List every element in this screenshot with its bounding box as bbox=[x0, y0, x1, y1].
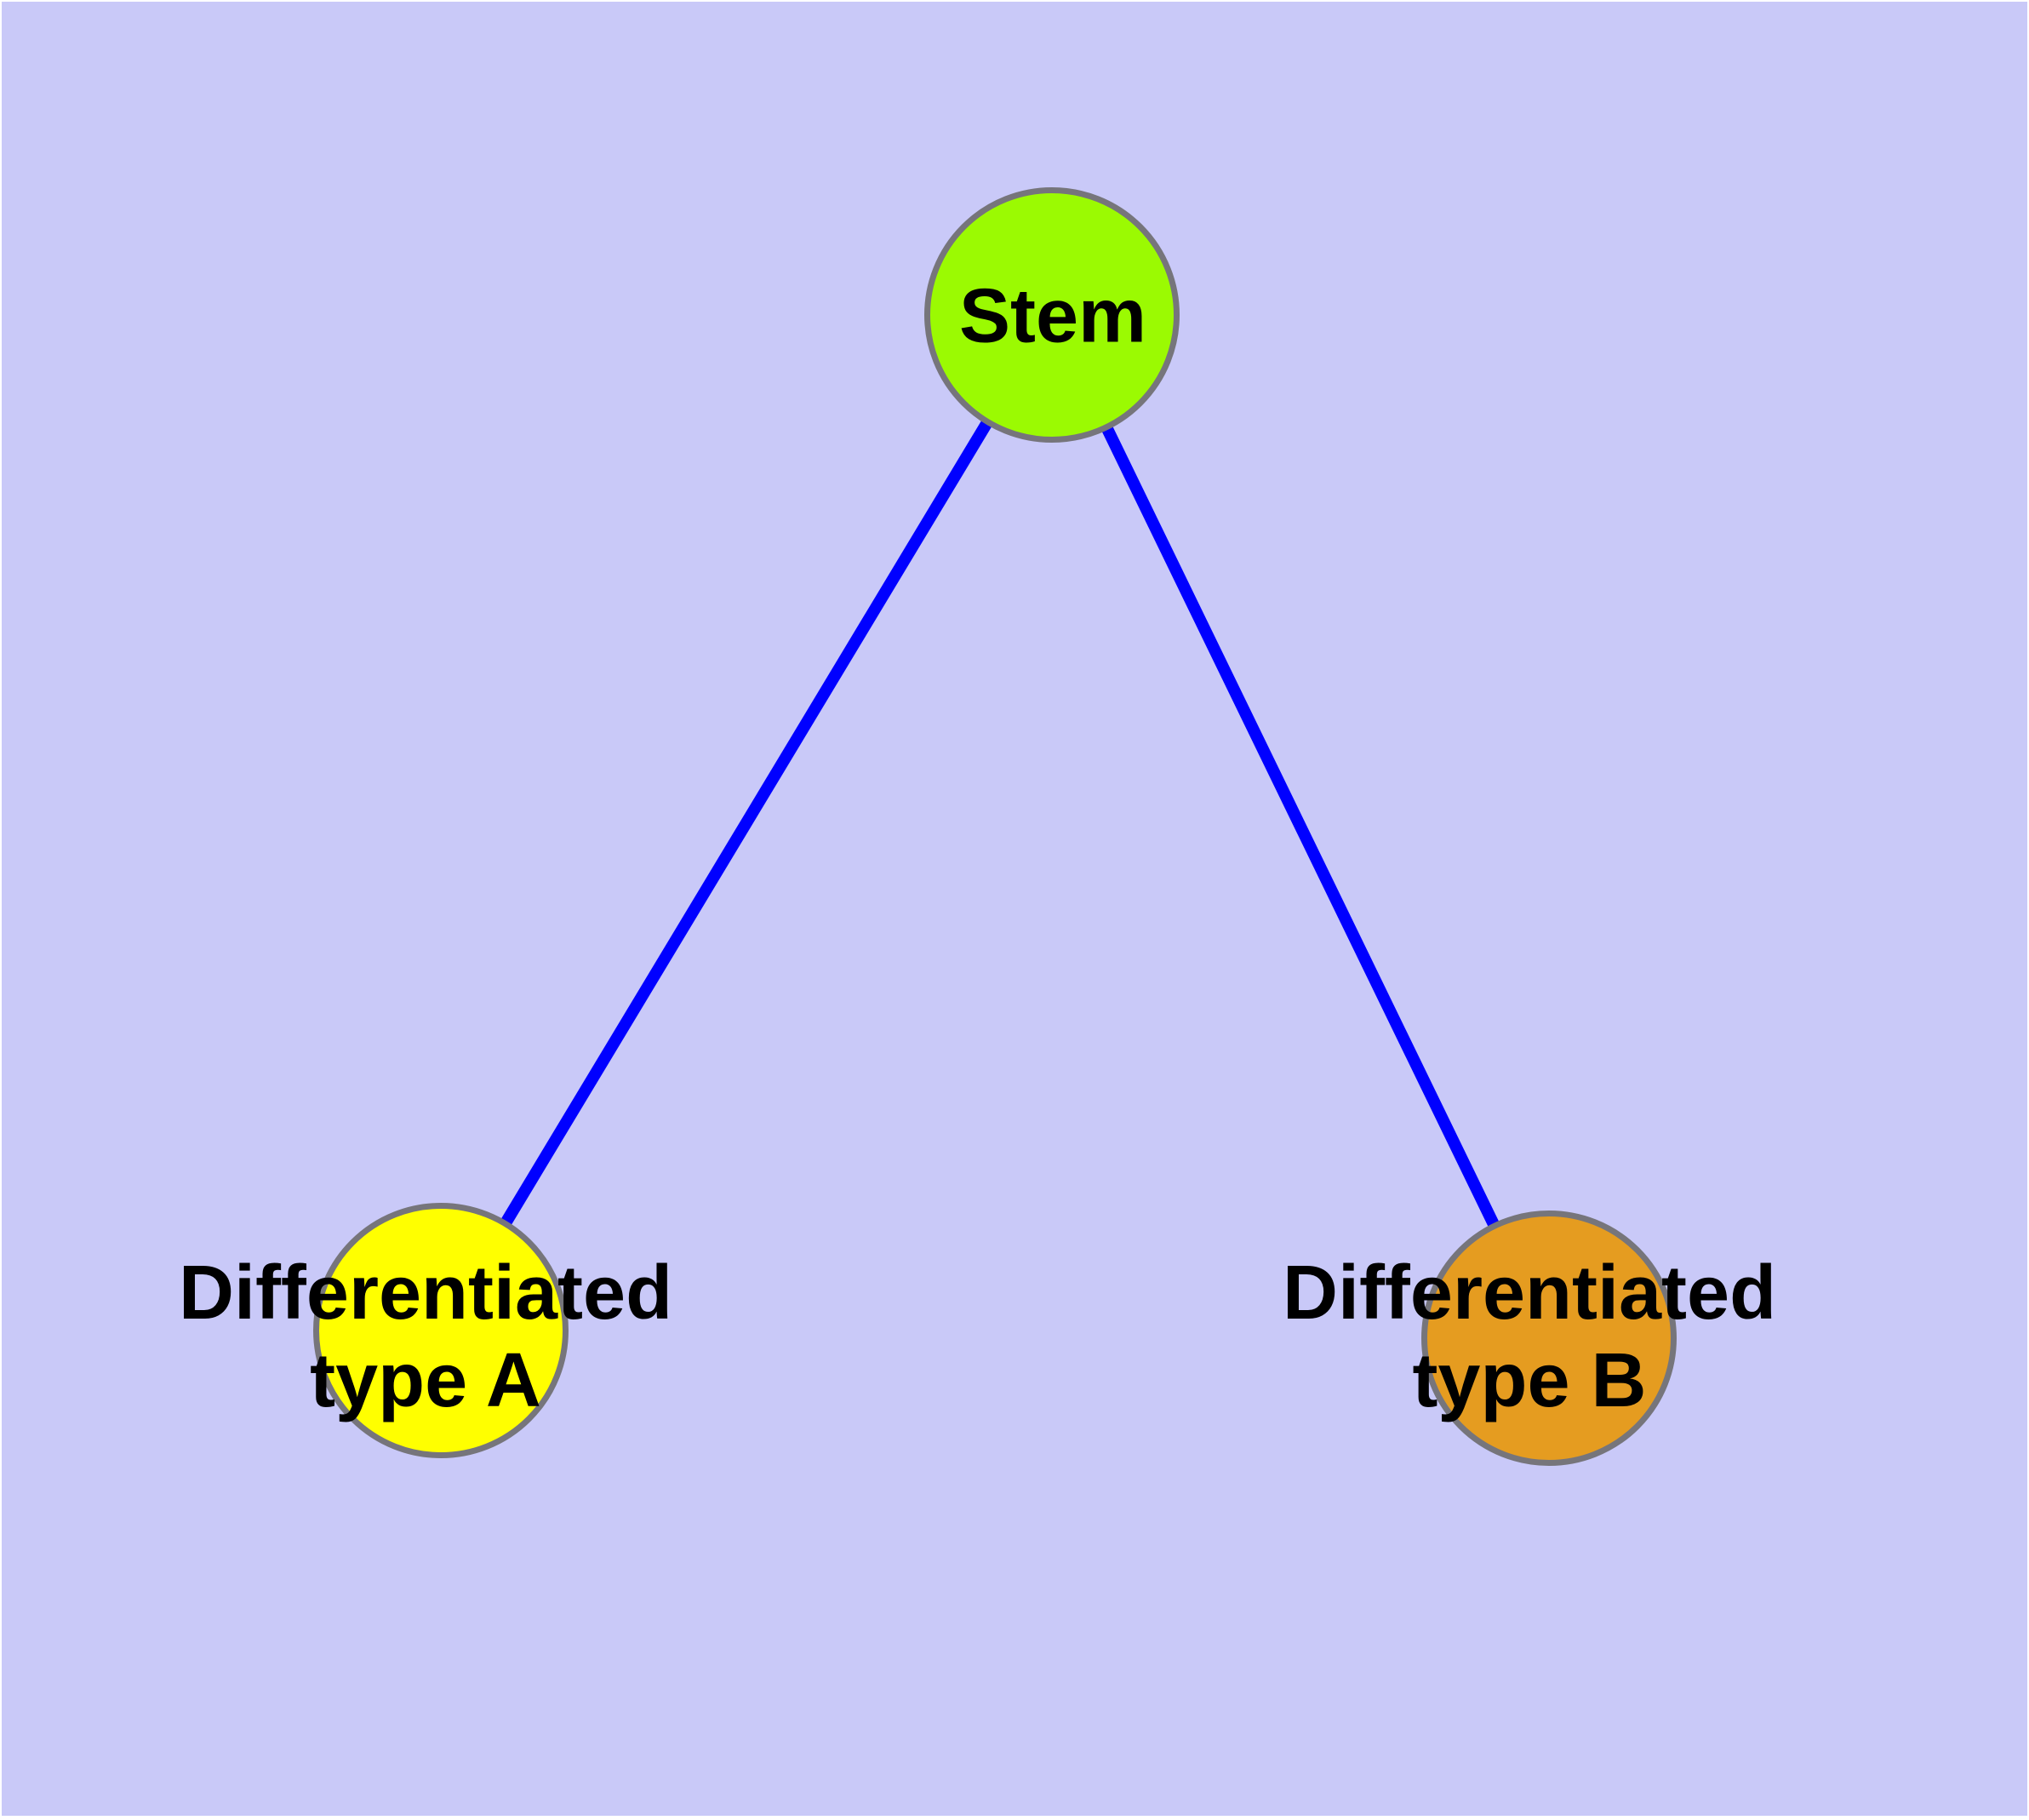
node-label-type-b-line1: Differentiated bbox=[1282, 1251, 1777, 1336]
edge-stem-to-type-a bbox=[436, 312, 1057, 1334]
node-label-stem-text: Stem bbox=[958, 273, 1147, 359]
node-label-type-a-line2: type A bbox=[310, 1338, 541, 1423]
node-label-differentiated-type-b: Differentiated type B bbox=[1283, 1250, 1776, 1425]
node-label-stem: Stem bbox=[959, 273, 1146, 361]
node-differentiated-type-a bbox=[313, 1203, 569, 1458]
node-label-type-a-line1: Differentiated bbox=[178, 1251, 673, 1336]
node-label-type-b-line2: type B bbox=[1412, 1338, 1647, 1423]
edge-stem-to-type-b bbox=[1046, 312, 1555, 1342]
node-differentiated-type-b bbox=[1421, 1210, 1677, 1466]
node-label-differentiated-type-a: Differentiated type A bbox=[179, 1250, 672, 1425]
node-stem bbox=[924, 187, 1180, 443]
